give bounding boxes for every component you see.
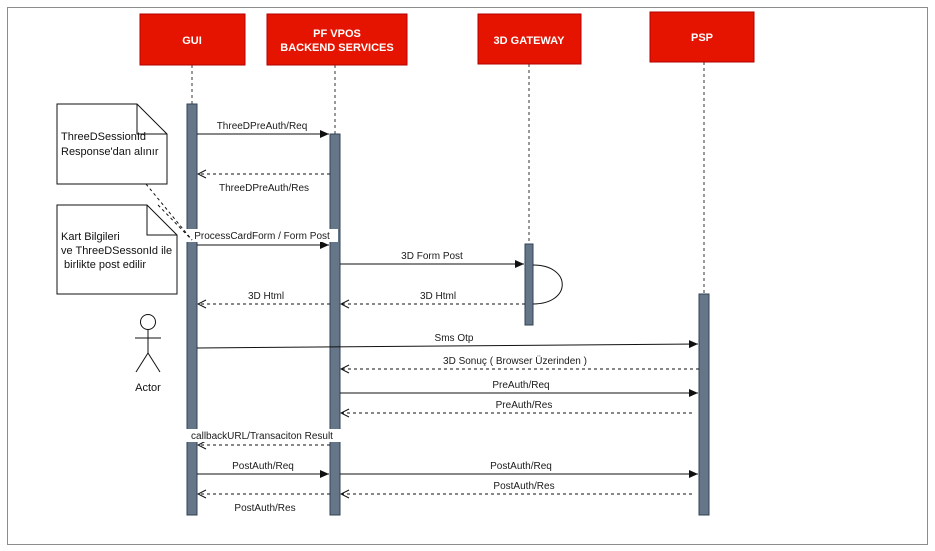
note-1-line2: Response'dan alınır xyxy=(61,146,159,158)
participant-psp-label: PSP xyxy=(691,32,713,44)
activation-psp[interactable] xyxy=(698,293,710,516)
message-6-arrow[interactable] xyxy=(196,340,699,349)
participant-backend-label-line2: BACKEND SERVICES xyxy=(280,42,394,54)
message-13-label: PostAuth/Res xyxy=(493,481,554,492)
message-6-label: Sms Otp xyxy=(435,333,474,344)
actor-label: Actor xyxy=(135,382,161,394)
message-12-label: PostAuth/Req xyxy=(490,461,552,472)
message-14-label: PostAuth/Res xyxy=(234,503,295,514)
note-1-fold xyxy=(136,104,167,135)
note-2-line1: Kart Bilgileri xyxy=(61,231,120,243)
message-5-label: 3D Html xyxy=(248,291,284,302)
actor[interactable] xyxy=(135,314,161,373)
participant-backend[interactable]: PF VPOS BACKEND SERVICES xyxy=(266,13,408,66)
activation-gui[interactable] xyxy=(186,103,198,516)
message-labels: ThreeDPreAuth/Req ThreeDPreAuth/Res Proc… xyxy=(184,121,587,514)
message-4-label: 3D Html xyxy=(420,291,456,302)
participant-psp-box[interactable] xyxy=(649,11,755,63)
note-2-line3: birlikte post edilir xyxy=(61,259,146,271)
message-9-label: PreAuth/Res xyxy=(496,400,553,411)
note-2[interactable]: Kart Bilgileri ve ThreeDSessonId ile bir… xyxy=(56,204,193,295)
note-2-fold xyxy=(146,205,177,236)
message-10-label: callbackURL/Transaciton Result xyxy=(191,431,333,442)
activation-gateway[interactable] xyxy=(524,243,534,326)
note-1-line1: ThreeDSessionId xyxy=(61,131,146,143)
activations xyxy=(186,103,710,516)
note-2-line2: ve ThreeDSessonId ile xyxy=(61,245,172,257)
note-1[interactable]: ThreeDSessionId Response'dan alınır xyxy=(56,103,193,241)
note-1-connector xyxy=(145,183,193,241)
message-3-label: 3D Form Post xyxy=(401,251,463,262)
participant-gateway[interactable]: 3D GATEWAY xyxy=(477,13,582,65)
message-2-label: ProcessCardForm / Form Post xyxy=(194,231,330,242)
actor-left-leg xyxy=(135,352,149,373)
participant-gui-label: GUI xyxy=(182,35,202,47)
message-1-label: ThreeDPreAuth/Res xyxy=(219,183,309,194)
actor-right-leg xyxy=(147,352,161,373)
message-10-label-bg xyxy=(184,429,341,442)
message-8-label: PreAuth/Req xyxy=(492,380,549,391)
participant-psp[interactable]: PSP xyxy=(649,11,755,63)
participant-backend-label-line1: PF VPOS xyxy=(313,28,361,40)
note-2-connector xyxy=(157,204,193,241)
activation-backend[interactable] xyxy=(329,133,341,516)
message-0-label: ThreeDPreAuth/Req xyxy=(217,121,308,132)
participant-gui-box[interactable] xyxy=(139,13,246,66)
message-7-label: 3D Sonuç ( Browser Üzerinden ) xyxy=(443,355,587,367)
participant-gateway-label: 3D GATEWAY xyxy=(494,35,566,47)
participant-gateway-box[interactable] xyxy=(477,13,582,65)
participant-backend-box[interactable] xyxy=(266,13,408,66)
participant-gui[interactable]: GUI xyxy=(139,13,246,66)
gateway-self-loop[interactable] xyxy=(532,264,563,305)
message-2-label-bg xyxy=(186,229,338,242)
message-11-label: PostAuth/Req xyxy=(232,461,294,472)
note-1-shape[interactable] xyxy=(56,103,168,185)
actor-head[interactable] xyxy=(140,314,156,330)
messages xyxy=(196,130,699,494)
